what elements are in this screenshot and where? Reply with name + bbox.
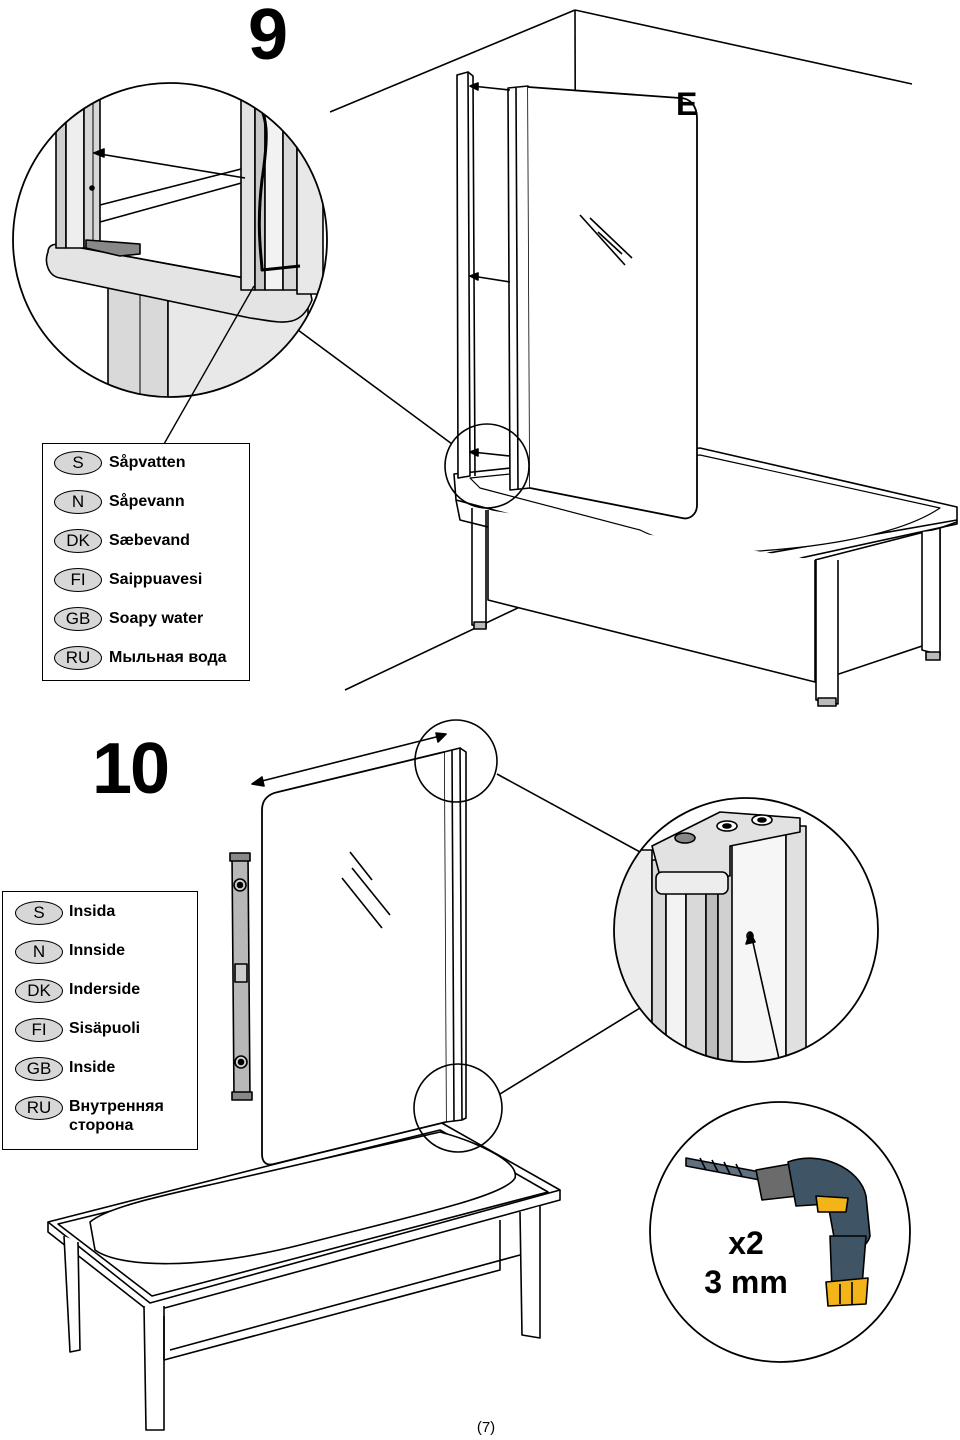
language-badge-gb: GB bbox=[54, 607, 102, 631]
language-badge-ru: RU bbox=[54, 646, 102, 670]
legend-text-n: Såpevann bbox=[109, 493, 185, 510]
legend-text-ru: Внутренняя bbox=[69, 1098, 164, 1115]
step10-detail-zoom bbox=[614, 798, 878, 1062]
legend-text-ru: Мыльная вода bbox=[109, 649, 227, 666]
legend-row-gb: GB Soapy water bbox=[43, 607, 249, 637]
legend-row-s: S Insida bbox=[3, 901, 197, 931]
drill-quantity: x2 bbox=[728, 1225, 764, 1261]
language-badge-dk: DK bbox=[54, 529, 102, 553]
legend-row-dk: DK Sæbevand bbox=[43, 529, 249, 559]
legend-row-fi: FI Saippuavesi bbox=[43, 568, 249, 598]
drill-bit-size: 3 mm bbox=[704, 1264, 788, 1300]
page-number: (7) bbox=[476, 1419, 496, 1436]
legend-soapy-water: S Såpvatten N Såpevann DK Sæbevand FI Sa… bbox=[42, 443, 250, 681]
legend-row-n: N Såpevann bbox=[43, 490, 249, 520]
language-badge-s: S bbox=[54, 451, 102, 475]
legend-text-ru-line2: сторона bbox=[69, 1117, 134, 1134]
legend-row-ru: RU Внутренняя сторона bbox=[3, 1096, 197, 1144]
language-badge-ru: RU bbox=[15, 1096, 63, 1120]
legend-text-s: Insida bbox=[69, 903, 116, 920]
language-badge-s: S bbox=[15, 901, 63, 925]
legend-row-gb: GB Inside bbox=[3, 1057, 197, 1087]
language-badge-n: N bbox=[15, 940, 63, 964]
language-badge-fi: FI bbox=[54, 568, 102, 592]
legend-text-gb: Inside bbox=[69, 1059, 116, 1076]
step-9-number: 9 bbox=[248, 0, 288, 75]
step-10-number: 10 bbox=[92, 729, 170, 809]
legend-row-dk: DK Inderside bbox=[3, 979, 197, 1009]
language-badge-gb: GB bbox=[15, 1057, 63, 1081]
language-badge-fi: FI bbox=[15, 1018, 63, 1042]
legend-text-dk: Sæbevand bbox=[109, 532, 190, 549]
legend-text-fi: Saippuavesi bbox=[109, 571, 203, 588]
part-label-e: E bbox=[676, 86, 698, 122]
step10-scene bbox=[47, 719, 641, 1431]
legend-text-s: Såpvatten bbox=[109, 454, 186, 471]
drill-detail bbox=[650, 1102, 910, 1360]
language-badge-n: N bbox=[54, 490, 102, 514]
legend-text-n: Innside bbox=[69, 942, 126, 959]
step9-scene bbox=[297, 9, 958, 707]
legend-row-ru: RU Мыльная вода bbox=[43, 646, 249, 676]
language-badge-dk: DK bbox=[15, 979, 63, 1003]
legend-row-n: N Innside bbox=[3, 940, 197, 970]
legend-text-gb: Soapy water bbox=[109, 610, 204, 627]
legend-row-fi: FI Sisäpuoli bbox=[3, 1018, 197, 1048]
legend-text-fi: Sisäpuoli bbox=[69, 1020, 141, 1037]
legend-inside: S Insida N Innside DK Inderside FI Sisäp… bbox=[2, 891, 198, 1150]
legend-text-dk: Inderside bbox=[69, 981, 141, 998]
legend-row-s: S Såpvatten bbox=[43, 451, 249, 481]
